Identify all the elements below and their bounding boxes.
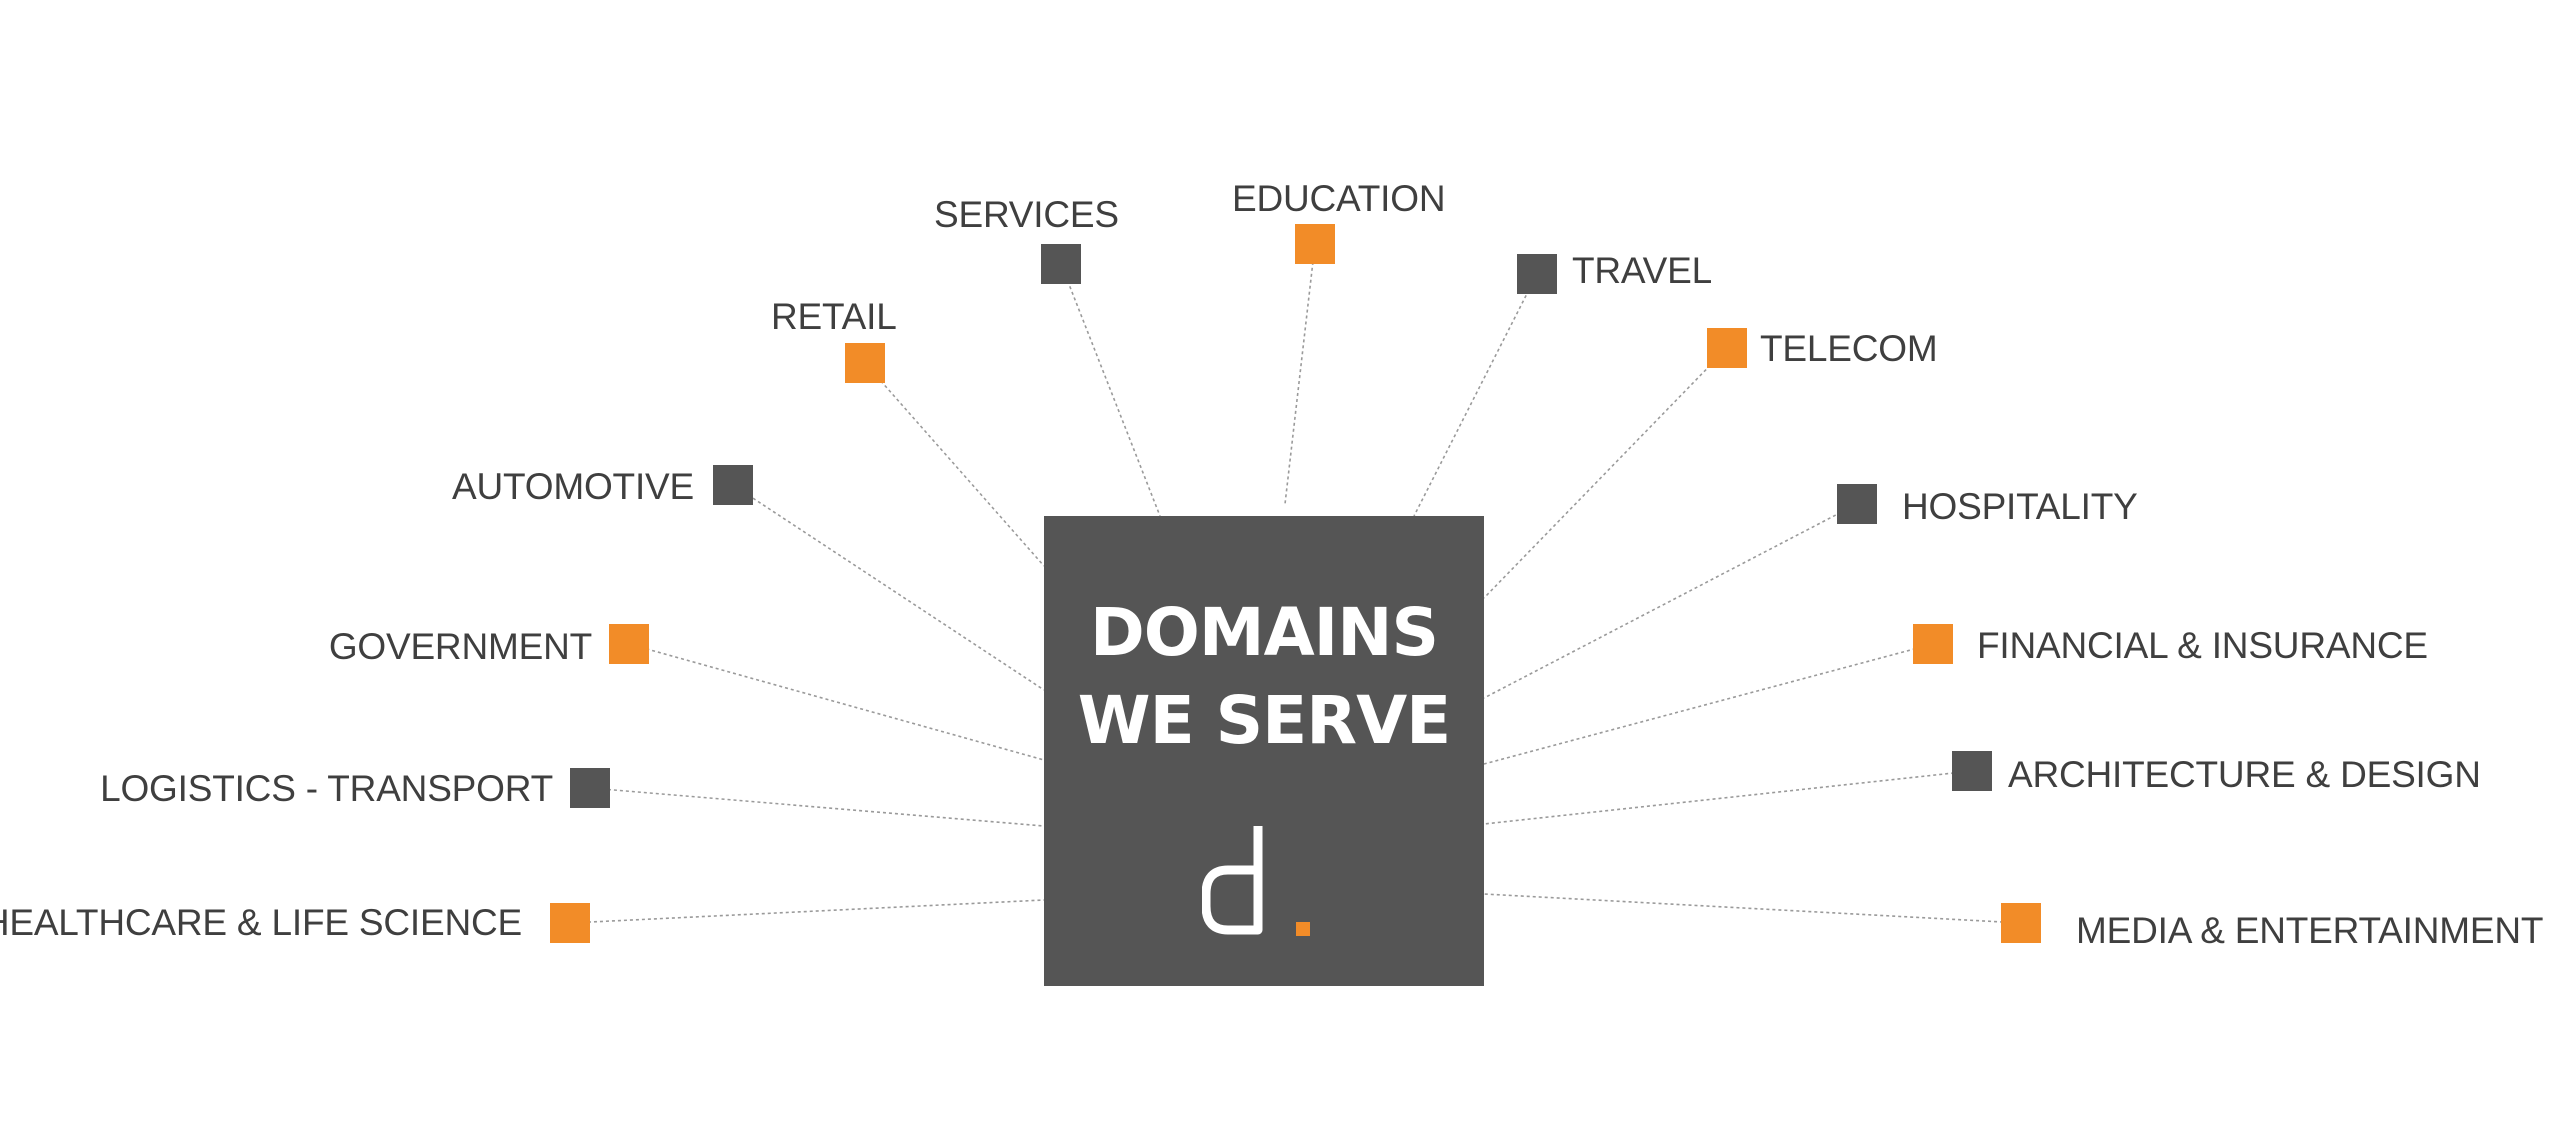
hospitality-connector [1483, 503, 1858, 699]
hospitality-label: HOSPITALITY [1902, 486, 2138, 527]
healthcare-label: HEALTHCARE & LIFE SCIENCE [0, 902, 522, 943]
automotive-marker [713, 465, 753, 505]
title-line-2: WE SERVE [1077, 682, 1451, 759]
education-connector [1284, 243, 1316, 505]
government-marker [609, 624, 649, 664]
financial-marker [1913, 624, 1953, 664]
travel-marker [1517, 254, 1557, 294]
media-connector [1483, 893, 2022, 924]
retail-connector [864, 362, 1045, 567]
healthcare-connector [569, 899, 1045, 924]
services-connector [1060, 263, 1161, 517]
financial-connector [1483, 643, 1934, 765]
telecom-label: TELECOM [1760, 328, 1938, 369]
services-marker [1041, 244, 1081, 284]
architecture-marker [1952, 751, 1992, 791]
retail-marker [845, 343, 885, 383]
hospitality-marker [1837, 484, 1877, 524]
government-label: GOVERNMENT [328, 626, 592, 667]
architecture-label: ARCHITECTURE & DESIGN [2008, 754, 2481, 795]
services-label: SERVICES [934, 194, 1119, 235]
retail-label: RETAIL [771, 296, 897, 337]
automotive-label: AUTOMOTIVE [452, 466, 694, 507]
media-marker [2001, 903, 2041, 943]
travel-label: TRAVEL [1572, 250, 1712, 291]
logistics-marker [570, 768, 610, 808]
architecture-connector [1483, 770, 1973, 825]
education-label: EDUCATION [1232, 178, 1446, 219]
healthcare-marker [550, 903, 590, 943]
telecom-marker [1707, 328, 1747, 368]
government-connector [628, 643, 1045, 761]
media-label: MEDIA & ENTERTAINMENT [2076, 910, 2544, 951]
d-letter-logo-icon [1202, 826, 1310, 936]
financial-label: FINANCIAL & INSURANCE [1977, 625, 2428, 666]
education-marker [1295, 224, 1335, 264]
title-line-1: DOMAINS [1090, 594, 1439, 671]
logistics-label: LOGISTICS - TRANSPORT [100, 768, 553, 809]
automotive-connector [732, 484, 1045, 691]
travel-connector [1413, 273, 1538, 517]
logistics-connector [589, 787, 1045, 827]
center-box: DOMAINS WE SERVE [1044, 516, 1484, 986]
telecom-connector [1483, 347, 1728, 599]
